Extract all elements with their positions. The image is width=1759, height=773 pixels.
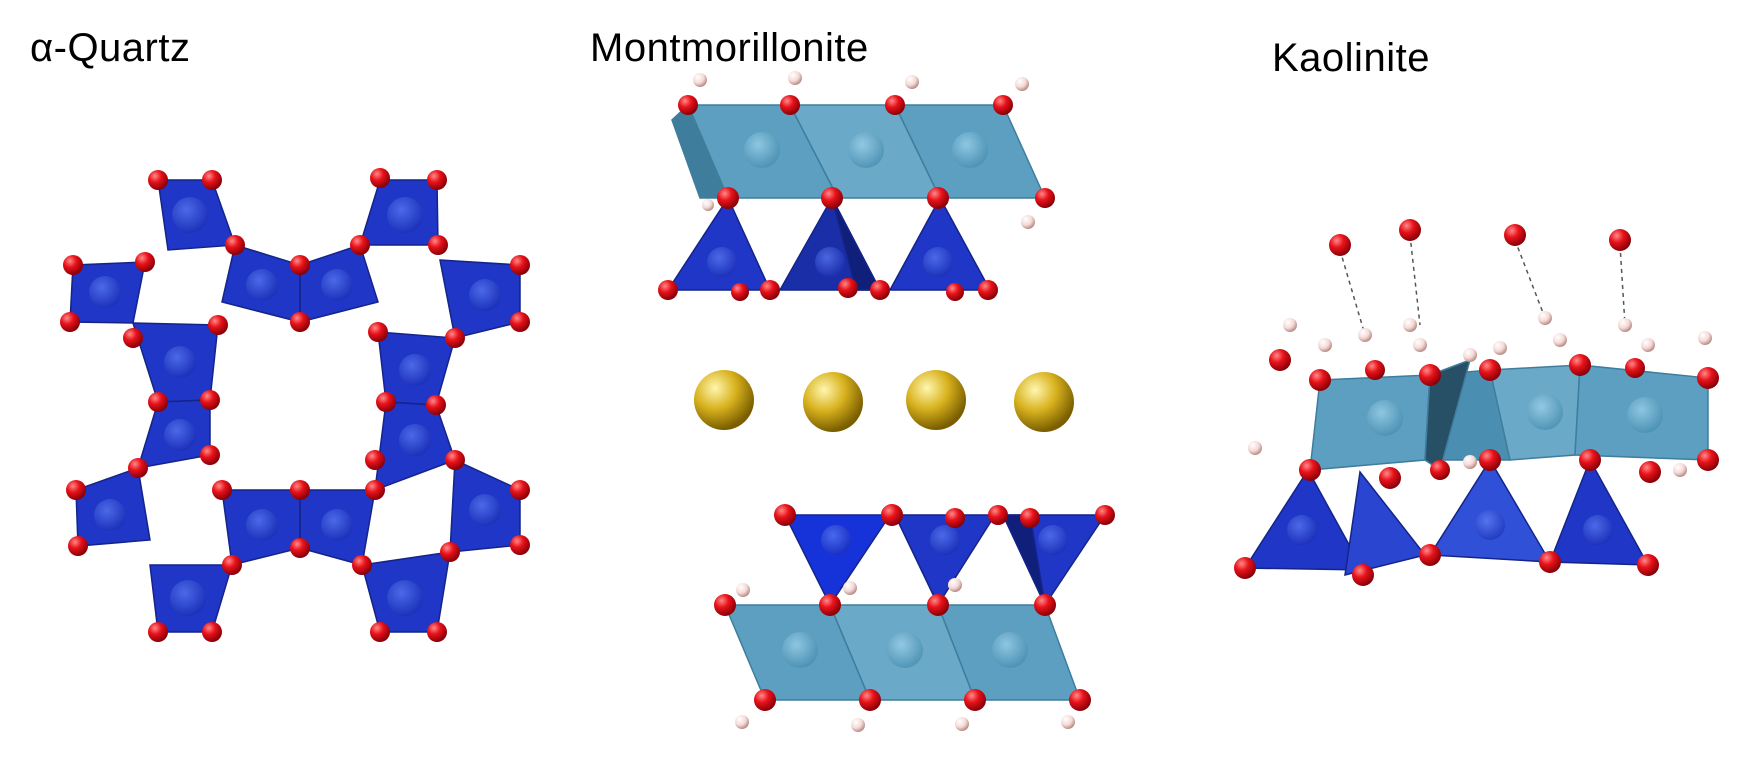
quartz-silicon-centers xyxy=(89,197,501,616)
mont-lower-si-centers xyxy=(821,525,1068,555)
quartz-oxygen-atoms xyxy=(60,168,530,642)
mont-interlayer-cations xyxy=(694,370,1074,432)
mont-upper-al-centers xyxy=(744,132,988,168)
mont-upper-hydrogens xyxy=(693,71,1035,229)
kaol-al-centers xyxy=(1367,394,1663,436)
quartz-tetrahedra xyxy=(69,179,521,633)
mont-lower-tetrahedral-sheet xyxy=(783,514,1107,607)
kaolinite-structure xyxy=(1234,219,1719,586)
kaol-hydrogens xyxy=(1248,311,1712,477)
quartz-structure xyxy=(60,168,530,642)
mont-lower-oxygens xyxy=(714,504,1115,711)
mont-upper-oxygens xyxy=(658,95,1055,301)
quartz-title: α-Quartz xyxy=(30,26,191,70)
montmorillonite-title: Montmorillonite xyxy=(590,26,869,70)
kaol-hydrogen-bonds xyxy=(1339,234,1626,336)
montmorillonite-structure xyxy=(658,71,1115,732)
mont-lower-hydrogens xyxy=(735,578,1075,732)
mont-upper-tetrahedral-sheet xyxy=(666,196,992,291)
kaol-oxygens xyxy=(1234,219,1719,586)
kaol-si-centers xyxy=(1287,510,1613,545)
mont-upper-si-centers xyxy=(707,247,953,277)
mont-lower-al-centers xyxy=(782,632,1028,668)
kaolinite-title: Kaolinite xyxy=(1272,36,1430,80)
